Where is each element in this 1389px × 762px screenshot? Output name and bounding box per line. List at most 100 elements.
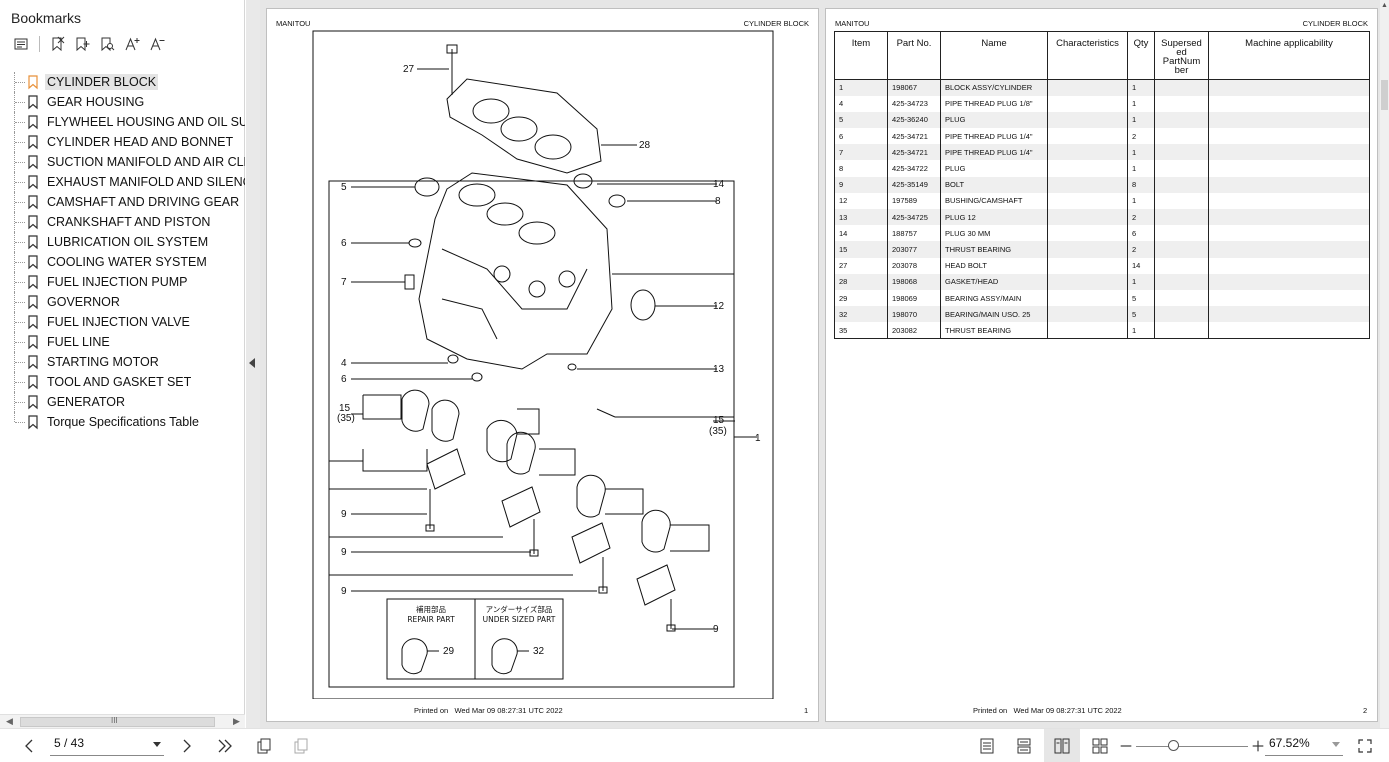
cell-characteristics (1047, 225, 1128, 242)
sidebar-collapse-handle[interactable] (246, 0, 260, 728)
bookmark-item[interactable]: CRANKSHAFT AND PISTON (0, 212, 245, 232)
cell-qty: 8 (1127, 176, 1155, 193)
bookmark-label: COOLING WATER SYSTEM (47, 255, 207, 269)
cell-name: THRUST BEARING (940, 241, 1048, 258)
cell-item: 8 (834, 160, 888, 177)
cell-name: THRUST BEARING (940, 322, 1048, 340)
cell-qty: 6 (1127, 225, 1155, 242)
scroll-up-arrow-icon[interactable]: ▲ (1381, 2, 1388, 9)
decrease-text-size-icon[interactable] (146, 34, 168, 54)
cell-part-no: 198068 (887, 273, 941, 290)
callout-12: 12 (713, 301, 725, 312)
last-page-icon[interactable] (214, 729, 236, 762)
scroll-right-arrow-icon[interactable]: ▶ (233, 716, 240, 726)
tree-connector (14, 172, 26, 192)
bookmark-options-menu-icon[interactable] (10, 34, 32, 54)
bookmark-icon (28, 155, 38, 170)
cell-item: 4 (834, 95, 888, 112)
document-vertical-scrollbar[interactable]: ▲ (1380, 0, 1389, 728)
two-page-continuous-view-icon[interactable] (1089, 729, 1111, 762)
bookmark-icon (28, 375, 38, 390)
zoom-out-icon[interactable] (1118, 729, 1134, 762)
cell-item: 13 (834, 209, 888, 226)
callout-28: 28 (639, 140, 651, 151)
continuous-view-icon[interactable] (1013, 729, 1035, 762)
bookmark-item[interactable]: FUEL INJECTION VALVE (0, 312, 245, 332)
find-bookmark-icon[interactable] (96, 34, 118, 54)
cell-characteristics (1047, 289, 1128, 307)
bookmark-item[interactable]: LUBRICATION OIL SYSTEM (0, 232, 245, 252)
document-viewport: MANITOU CYLINDER BLOCK (260, 0, 1389, 728)
fullscreen-icon[interactable] (1355, 729, 1375, 762)
scrollbar-thumb[interactable]: III (20, 716, 215, 727)
bookmark-item[interactable]: SUCTION MANIFOLD AND AIR CLEANER (0, 152, 245, 172)
bookmark-item[interactable]: FLYWHEEL HOUSING AND OIL SUMP (0, 112, 245, 132)
bookmark-item[interactable]: TOOL AND GASKET SET (0, 372, 245, 392)
scrollbar-thumb[interactable] (1381, 80, 1388, 110)
previous-page-icon[interactable] (20, 729, 40, 762)
callout-1: 1 (755, 433, 761, 444)
page-brand: MANITOU (835, 19, 870, 28)
cell-part-no: 198069 (887, 289, 941, 307)
bookmark-item[interactable]: CAMSHAFT AND DRIVING GEAR (0, 192, 245, 212)
cell-item: 32 (834, 306, 888, 323)
tree-connector (14, 212, 26, 232)
bookmark-label: STARTING MOTOR (47, 355, 159, 369)
single-page-view-icon[interactable] (976, 729, 998, 762)
zoom-slider-track[interactable] (1136, 746, 1248, 747)
bookmark-item[interactable]: STARTING MOTOR (0, 352, 245, 372)
bookmark-item[interactable]: EXHAUST MANIFOLD AND SILENCER (0, 172, 245, 192)
callout-6b: 6 (341, 374, 347, 385)
zoom-level-select[interactable]: 67.52% (1265, 734, 1343, 756)
bookmark-label: GENERATOR (47, 395, 126, 409)
scroll-left-arrow-icon[interactable]: ◀ (6, 716, 13, 726)
bookmark-icon (28, 415, 38, 430)
printed-date: Wed Mar 09 08:27:31 UTC 2022 (1013, 706, 1122, 715)
bookmark-item[interactable]: Torque Specifications Table (0, 412, 245, 432)
bookmark-item[interactable]: GENERATOR (0, 392, 245, 412)
bookmark-item[interactable]: COOLING WATER SYSTEM (0, 252, 245, 272)
cell-qty: 2 (1127, 241, 1155, 258)
bookmark-label: CRANKSHAFT AND PISTON (47, 215, 211, 229)
page-number: 2 (1363, 706, 1368, 715)
increase-text-size-icon[interactable] (121, 34, 143, 54)
cell-machine-applicability (1208, 176, 1370, 193)
page-dropdown-caret-icon[interactable] (153, 742, 161, 747)
next-page-icon[interactable] (176, 729, 196, 762)
bookmark-item[interactable]: FUEL LINE (0, 332, 245, 352)
callout-6: 6 (341, 238, 347, 249)
page-section-title: CYLINDER BLOCK (743, 19, 809, 28)
extract-page-icon[interactable] (290, 729, 312, 762)
zoom-slider-thumb[interactable] (1168, 740, 1179, 751)
cell-machine-applicability (1208, 273, 1370, 290)
bookmark-item[interactable]: CYLINDER HEAD AND BONNET (0, 132, 245, 152)
zoom-dropdown-caret-icon[interactable] (1332, 742, 1340, 747)
page-number-input[interactable]: 5 / 43 (50, 734, 164, 756)
tree-connector (14, 292, 26, 312)
bookmark-icon (28, 115, 38, 130)
cell-part-no: 425-34722 (887, 160, 941, 177)
cell-superseded (1154, 273, 1209, 290)
bookmark-item[interactable]: CYLINDER BLOCK (0, 72, 245, 92)
bookmark-label: FLYWHEEL HOUSING AND OIL SUMP (47, 115, 245, 129)
cell-part-no: 203082 (887, 322, 941, 340)
bookmark-item[interactable]: GEAR HOUSING (0, 92, 245, 112)
bookmark-item[interactable]: FUEL INJECTION PUMP (0, 272, 245, 292)
cell-machine-applicability (1208, 225, 1370, 242)
cell-superseded (1154, 111, 1209, 129)
zoom-in-icon[interactable] (1250, 729, 1266, 762)
delete-bookmark-icon[interactable] (46, 34, 68, 54)
col-machine-applicability: Machine applicability (1208, 31, 1370, 80)
col-superseded: Supersed ed PartNum ber (1154, 31, 1209, 80)
two-page-view-icon[interactable] (1044, 729, 1080, 762)
cell-characteristics (1047, 306, 1128, 323)
bookmark-item[interactable]: GOVERNOR (0, 292, 245, 312)
collapse-arrow-icon[interactable] (249, 358, 255, 368)
sidebar-horizontal-scrollbar[interactable]: ◀ III ▶ (0, 714, 245, 728)
tree-connector (14, 152, 26, 172)
add-bookmark-icon[interactable] (71, 34, 93, 54)
rotate-page-icon[interactable] (253, 729, 275, 762)
cell-superseded (1154, 322, 1209, 340)
cell-name: GASKET/HEAD (940, 273, 1048, 290)
